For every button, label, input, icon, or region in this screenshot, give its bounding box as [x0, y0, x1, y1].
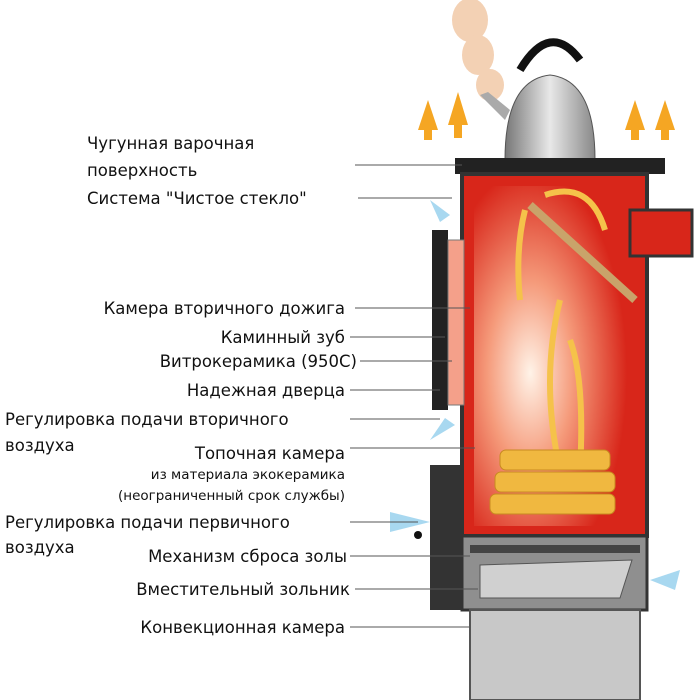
label-clean-glass: Система "Чистое стекло" [87, 189, 307, 208]
smoke [452, 0, 504, 101]
label-ash-pan: Вместительный зольник [136, 580, 350, 599]
label-secondary-air-1: Регулировка подачи вторичного [5, 410, 289, 429]
label-cast-iron-2: поверхность [87, 161, 197, 180]
ash-pan [479, 559, 633, 599]
grate [470, 545, 640, 553]
label-vitroceramic: Витрокерамика (950С) [160, 352, 357, 371]
label-door: Надежная дверца [187, 381, 345, 400]
label-cast-iron-1: Чугунная варочная [87, 134, 254, 153]
label-firebox-3: (неограниченный срок службы) [118, 488, 345, 504]
lower-door [430, 465, 464, 610]
label-afterburn: Камера вторичного дожига [104, 299, 345, 318]
label-primary-air-2: воздуха [5, 538, 75, 557]
flue-outlet [628, 208, 694, 258]
upper-door [432, 230, 448, 410]
kettle [480, 38, 596, 161]
leader-lines [350, 164, 478, 628]
vitroceramic-glass [447, 239, 465, 406]
label-fireplace-tooth: Каминный зуб [221, 328, 345, 347]
label-convection: Конвекционная камера [140, 618, 345, 637]
label-ash-mechanism: Механизм сброса золы [148, 547, 347, 566]
label-primary-air-1: Регулировка подачи первичного [5, 513, 290, 532]
logs [489, 449, 616, 515]
fireplace-tooth [527, 202, 638, 303]
label-firebox-1: Топочная камера [194, 444, 345, 463]
cast-iron-cooktop [455, 158, 665, 174]
label-secondary-air-2: воздуха [5, 436, 75, 455]
heat-arrows-icon [418, 92, 675, 140]
label-firebox-2: из материала экокерамика [151, 467, 345, 483]
convection-chamber [469, 609, 641, 700]
